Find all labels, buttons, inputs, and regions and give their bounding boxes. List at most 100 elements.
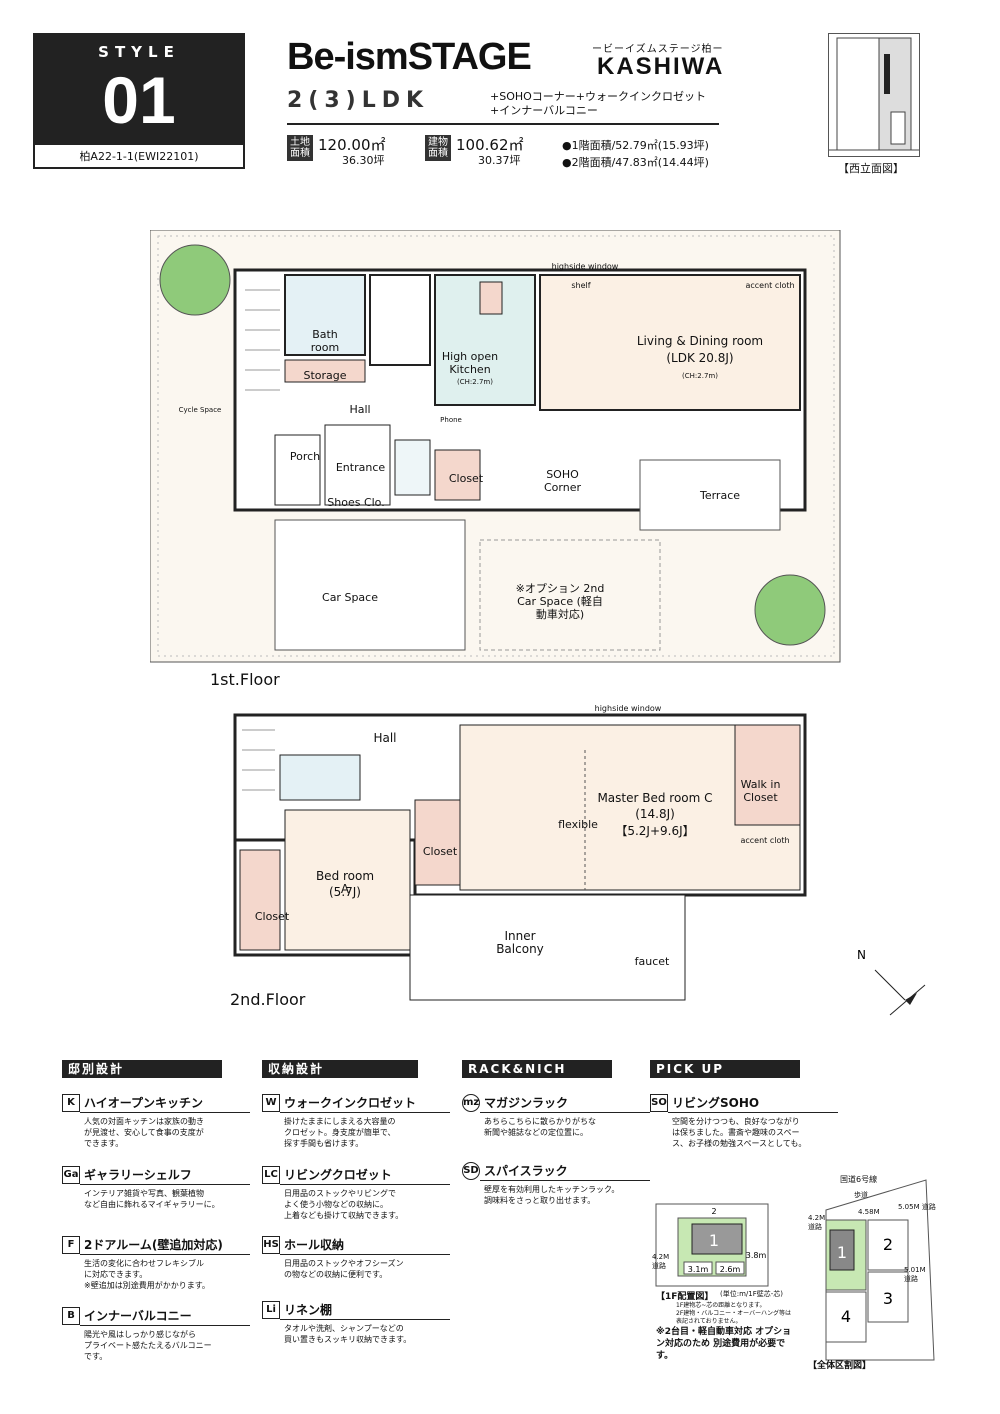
svg-text:N: N <box>857 948 866 962</box>
room-walkin: Walk in Closet <box>740 778 781 804</box>
faucet-label: faucet <box>634 955 670 968</box>
legend-title: リネン棚 <box>284 1303 333 1317</box>
room-closet-2f-b: Closet <box>422 845 458 858</box>
legend-title: ハイオープンキッチン <box>84 1096 204 1110</box>
hall-storage-icon: HS <box>262 1236 280 1254</box>
cycle-space: Cycle Space <box>178 406 222 414</box>
legend-desc: あちらこちらに散らかりがちな 新聞や雑誌などの定位置に。 <box>484 1117 596 1137</box>
legend-col-2: 収納設計 <box>262 1060 418 1078</box>
site-plan-notes: 1F建物芯~芯の距離となります。 2F建物・バルコニー・オーバーハング等は表記さ… <box>676 1302 794 1326</box>
room-closet-1f: Closet <box>448 472 484 485</box>
room-entrance: Entrance <box>335 461 386 474</box>
legend-title: マガジンラック <box>484 1096 569 1110</box>
room-closet-2f-a: Closet <box>254 910 290 923</box>
building-tsubo: 30.37坪 <box>478 154 521 167</box>
district-sidewalk: 歩道 <box>854 1191 868 1199</box>
legend-title: ウォークインクロゼット <box>284 1096 417 1110</box>
legend-desc: 人気の対面キッチンは家族の動き が見渡せ、安心して食事の支度が できます。 <box>84 1117 204 1148</box>
brand-subtitle: ービーイズムステージ柏ー <box>592 44 724 55</box>
first-floor-plan <box>150 230 841 663</box>
balcony-icon: B <box>62 1307 80 1325</box>
land-area: 120.00㎡ <box>318 136 386 154</box>
legend-desc: 空間を分けつつも、良好なつながり は保ちました。書斎や趣味のスペー ス、お子様の… <box>672 1117 807 1148</box>
site-plan-unit: (単位:m/1F壁芯-芯) <box>720 1290 784 1298</box>
room-living-ldk: (LDK 20.8J) <box>666 351 734 365</box>
flex-room-icon: F <box>62 1236 80 1254</box>
district-dim-1: 4.58M <box>858 1208 880 1216</box>
legend-title: リビングSOHO <box>672 1096 760 1110</box>
legend-desc: 日用品のストックやオフシーズン の物などの収納に便利です。 <box>284 1259 404 1279</box>
legend-title: リビングクロゼット <box>284 1168 392 1182</box>
legend-title: 2ドアルーム(壁追加対応) <box>84 1238 223 1252</box>
highside-window-2f: highside window <box>594 704 662 713</box>
legend-title: ホール収納 <box>284 1238 345 1252</box>
room-bed-a-size: (5.7J) <box>329 885 361 899</box>
land-tsubo: 36.30坪 <box>342 154 385 167</box>
linen-icon: Li <box>262 1301 280 1319</box>
style-badge: STYLE 01 柏A22-1-1(EWI22101) <box>33 33 245 169</box>
legend-heading-3: RACK&NICH <box>462 1060 612 1078</box>
room-storage: Storage <box>303 369 347 382</box>
legend-desc: 掛けたままにしまえる大容量の クロゼット。身支度が簡単で、 探す手間も省けます。 <box>284 1117 396 1148</box>
plan-type: 2(3)LDK <box>287 88 430 113</box>
site-dim-3: 2.6m <box>720 1265 741 1274</box>
phone-label: Phone <box>440 416 462 424</box>
plan-options: +SOHOコーナー+ウォークインクロゼット +インナーバルコニー <box>490 90 706 118</box>
room-bath: Bath room <box>310 328 340 354</box>
legend-col-1: 邸別設計 <box>62 1060 222 1078</box>
gallery-icon: Ga <box>62 1166 80 1184</box>
style-code: 柏A22-1-1(EWI22101) <box>79 150 199 163</box>
room-living-ch: (CH:2.7m) <box>682 372 718 380</box>
legend-desc: 陽光や風はしっかり感じながら プライベート感たたえるバルコニー です。 <box>84 1330 212 1361</box>
district-road-1: 4.2M 道路 <box>808 1214 826 1231</box>
district-map-drawing: 1 2 3 4 <box>825 1179 935 1361</box>
room-master: Master Bed room C <box>597 791 713 805</box>
accent-cloth-2f: accent cloth <box>740 836 790 845</box>
site-plan-drawing: 1 2 3.8m 3.1m 2.6m <box>655 1203 769 1287</box>
district-lot-4: 4 <box>841 1307 851 1326</box>
site-lot-number: 1 <box>709 1231 719 1250</box>
highside-window-1f: highside window <box>551 262 619 271</box>
legend-heading-2: 収納設計 <box>262 1060 418 1078</box>
district-road-name: 国道6号線 <box>840 1175 878 1184</box>
floor-areas: ●1階面積/52.79㎡(15.93坪) ●2階面積/47.83㎡(14.44坪… <box>562 137 709 171</box>
legend-col-3: RACK&NICH <box>462 1060 612 1078</box>
legend-title: スパイスラック <box>484 1164 568 1178</box>
options-line-2: +インナーバルコニー <box>490 104 598 117</box>
room-porch: Porch <box>289 450 321 463</box>
walkin-icon: W <box>262 1094 280 1112</box>
site-note-1: 1F建物芯~芯の距離となります。 <box>676 1302 766 1309</box>
site-dim-1: 3.8m <box>746 1251 767 1260</box>
brand-city: KASHIWA <box>597 53 725 80</box>
flexible-label: flexible <box>558 818 598 831</box>
district-road-2: 5.05M 道路 <box>898 1203 936 1211</box>
site-dim-0: 2 <box>711 1207 716 1216</box>
accent-cloth-1f: accent cloth <box>745 281 795 290</box>
room-balcony: Inner Balcony <box>496 929 544 956</box>
site-note-2: 2F建物・バルコニー・オーバーハング等は表記されておりません。 <box>676 1310 791 1325</box>
spice-rack-icon: SD <box>462 1162 480 1180</box>
legend-col-4: PICK UP <box>650 1060 800 1078</box>
elevation-caption: 【西立面図】 <box>838 162 904 175</box>
header-divider <box>287 123 719 125</box>
room-car-space: Car Space <box>322 591 378 604</box>
room-hall-1f: Hall <box>349 403 371 416</box>
brand-title: Be-ismSTAGE <box>287 36 532 78</box>
district-road-3: 5.01M 道路 <box>904 1266 926 1283</box>
room-bed-a: Bed room A <box>315 869 375 896</box>
room-master-size: (14.8J) <box>635 807 675 821</box>
district-lot-1: 1 <box>837 1243 847 1262</box>
site-road: 4.2M 道路 <box>652 1253 670 1270</box>
room-master-detail: 【5.2J+9.6J】 <box>615 824 695 838</box>
room-terrace: Terrace <box>699 489 741 502</box>
legend-heading-1: 邸別設計 <box>62 1060 222 1078</box>
room-soho: SOHO Corner <box>543 468 581 494</box>
options-line-1: +SOHOコーナー+ウォークインクロゼット <box>490 90 707 103</box>
living-closet-icon: LC <box>262 1166 280 1184</box>
site-option-note: ※2台目・軽自動車対応 オプション対応のため 別途費用が必要です。 <box>656 1327 792 1361</box>
kitchen-icon: K <box>62 1094 80 1112</box>
legend-desc: 壁厚を有効利用したキッチンラック。 調味料をさっと取り出せます。 <box>484 1185 620 1205</box>
magazine-rack-icon: mz <box>462 1094 480 1112</box>
floor2-area: ●2階面積/47.83㎡(14.44坪) <box>562 156 709 169</box>
second-floor-plan <box>233 713 807 1001</box>
